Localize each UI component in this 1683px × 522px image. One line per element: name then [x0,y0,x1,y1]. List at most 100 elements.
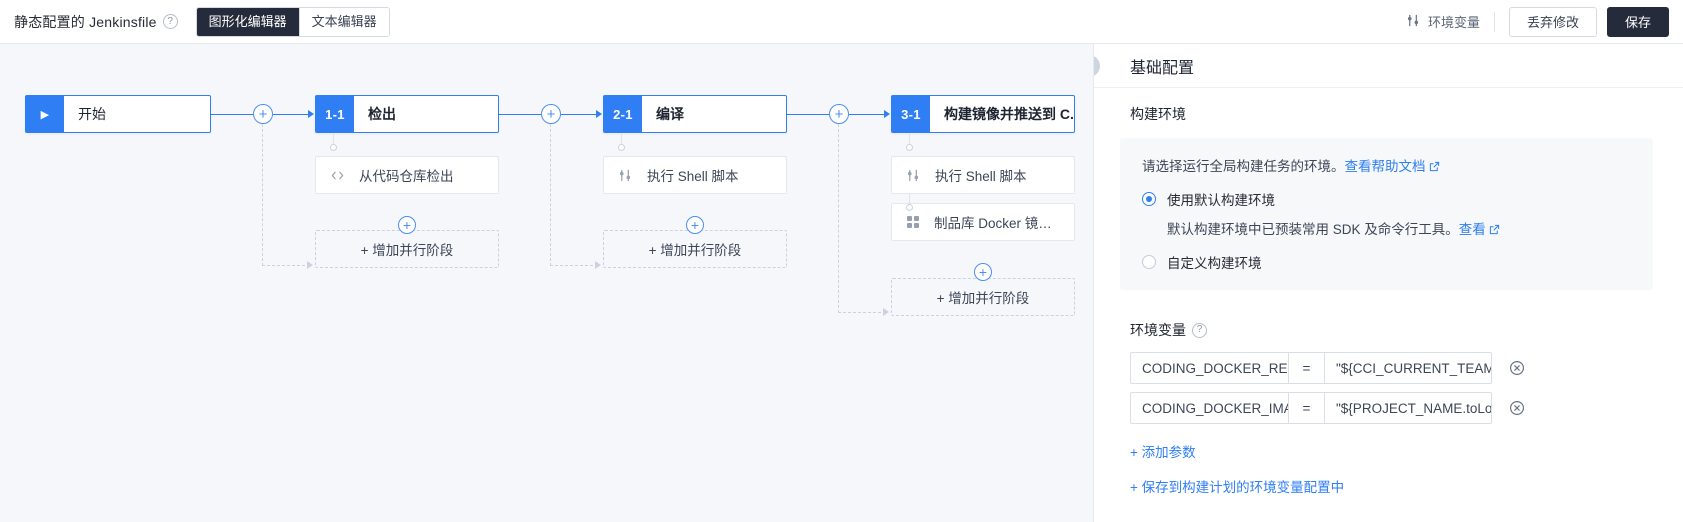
job-3-1-1[interactable]: 制品库 Docker 镜像上... [891,203,1075,241]
connector-plus2-to-stage2 [561,114,597,115]
env-vars-header: 环境变量 ? [1130,320,1647,340]
arrow-parallel-1 [307,261,313,269]
dashed-drop-line-3b [838,312,886,313]
arrow-to-stage1 [308,110,314,118]
add-parallel-stage-2[interactable]: + 增加并行阶段 [603,230,787,268]
stage1-job-link [333,133,334,146]
env-var-equals-1: = [1288,392,1324,424]
view-link[interactable]: 查看 [1458,222,1486,237]
env-var-row-0: CODING_DOCKER_REG_H = "${CCI_CURRENT_TEA… [1130,352,1647,384]
build-env-note: 默认构建环境中已预装常用 SDK 及命令行工具。查看 [1167,218,1631,238]
env-variables-button[interactable]: 环境变量 [1406,12,1494,31]
connector-plus3-to-stage3 [849,114,885,115]
radio-row-custom-env[interactable]: 自定义构建环境 [1142,252,1631,272]
env-vars-table: CODING_DOCKER_REG_H = "${CCI_CURRENT_TEA… [1130,352,1647,424]
save-to-build-plan-link[interactable]: + 保存到构建计划的环境变量配置中 [1130,480,1345,495]
stage-header-1-1[interactable]: 1-1 检出 [315,95,499,133]
build-env-note-text: 默认构建环境中已预装常用 SDK 及命令行工具。 [1167,222,1459,237]
connector-2-to-3 [787,114,832,115]
arrow-parallel-2 [595,261,601,269]
env-var-value-input-1[interactable]: "${PROJECT_NAME.toLow [1324,392,1492,424]
pipeline-canvas[interactable]: ▶ 开始 + 1-1 检出 从代码仓库检出 [0,44,1093,522]
config-panel: ✕ 基础配置 构建环境 请选择运行全局构建任务的环境。查看帮助文档 使用默认 [1093,44,1683,522]
delete-circle-icon[interactable] [1509,360,1525,376]
env-var-key-input-1[interactable]: CODING_DOCKER_IMAGE [1130,392,1288,424]
radio-row-default-env[interactable]: 使用默认构建环境 [1142,189,1631,209]
build-env-card: 请选择运行全局构建任务的环境。查看帮助文档 使用默认构建环境 默认构建环境中已预… [1120,138,1653,290]
add-job-button-1[interactable]: + [398,216,416,234]
connector-plus1-to-stage1 [273,114,309,115]
external-link-icon [1429,160,1440,175]
arrow-to-stage2 [596,110,602,118]
grid-icon [906,215,920,229]
stage-1-1: 1-1 检出 从代码仓库检出 + 增加并行阶段 [315,95,499,268]
stage-header-3-1[interactable]: 3-1 构建镜像并推送到 C... [891,95,1075,133]
stage-title-2-1: 编译 [656,106,684,122]
tab-graphical-editor[interactable]: 图形化编辑器 [196,7,299,36]
radio-label-custom-env: 自定义构建环境 [1167,256,1262,271]
save-button[interactable]: 保存 [1606,6,1669,37]
env-variables-label: 环境变量 [1427,15,1480,30]
job-2-1-0[interactable]: 执行 Shell 脚本 [603,156,787,194]
add-job-button-3[interactable]: + [974,263,992,281]
external-link-icon-2 [1489,223,1500,238]
stage2-job-link [621,133,622,146]
sliders-icon [1406,13,1421,31]
add-parallel-stage-1[interactable]: + 增加并行阶段 [315,230,499,268]
code-icon [330,168,345,183]
stage-header-start[interactable]: ▶ 开始 [25,95,211,133]
job-label-1-1-0: 从代码仓库检出 [359,169,454,184]
add-stage-button-3[interactable]: + [829,104,849,124]
help-icon[interactable]: ? [162,14,178,29]
stage3-job-node-a [906,144,913,151]
help-doc-link[interactable]: 查看帮助文档 [1344,159,1426,174]
build-env-description-text: 请选择运行全局构建任务的环境。 [1142,159,1345,174]
stage-2-1: 2-1 编译 执行 Shell 脚本 + 增加并行阶段 [603,95,787,268]
stage-badge-2-1: 2-1 [604,96,642,132]
stage-title-1-1: 检出 [368,106,396,122]
stage3-job-link-a [909,133,910,146]
tab-text-editor[interactable]: 文本编辑器 [298,7,389,36]
question-mark-icon[interactable]: ? [1192,322,1207,338]
header-actions: 环境变量 丢弃修改 保存 [1406,6,1669,37]
add-job-button-2[interactable]: + [686,216,704,234]
add-parameter-link[interactable]: + 添加参数 [1130,445,1196,460]
job-label-2-1-0: 执行 Shell 脚本 [647,169,739,184]
stage-badge-1-1: 1-1 [316,96,354,132]
add-parallel-stage-3[interactable]: + 增加并行阶段 [891,278,1075,316]
env-vars-label: 环境变量 [1130,322,1186,338]
sliders-icon [906,168,921,183]
panel-body: 构建环境 请选择运行全局构建任务的环境。查看帮助文档 使用默认构建环境 默 [1094,88,1683,496]
dashed-drop-line-3 [838,114,839,313]
connector-1-to-2 [499,114,544,115]
delete-circle-icon[interactable] [1509,400,1525,416]
job-1-1-0[interactable]: 从代码仓库检出 [315,156,499,194]
job-label-3-1-1: 制品库 Docker 镜像上... [934,216,1060,231]
build-env-description: 请选择运行全局构建任务的环境。查看帮助文档 [1142,155,1631,175]
panel-title: 基础配置 [1130,59,1195,77]
job-label-3-1-0: 执行 Shell 脚本 [935,169,1027,184]
env-var-value-input-0[interactable]: "${CCI_CURRENT_TEAM}-( [1324,352,1492,384]
app-header: 静态配置的 Jenkinsfile ? 图形化编辑器 文本编辑器 环境变量 丢弃… [0,0,1683,44]
stage-play-icon: ▶ [26,96,64,132]
panel-header: 基础配置 [1094,44,1683,88]
stage1-job-node [330,144,337,151]
stage-title-3-1: 构建镜像并推送到 C... [944,106,1074,122]
job-3-1-0[interactable]: 执行 Shell 脚本 [891,156,1075,194]
sliders-icon [618,168,633,183]
stage3-job-link-b [909,194,910,206]
env-var-equals-0: = [1288,352,1324,384]
add-stage-button-2[interactable]: + [541,104,561,124]
arrow-to-stage3 [884,110,890,118]
dashed-drop-line-2b [550,265,598,266]
stage-header-2-1[interactable]: 2-1 编译 [603,95,787,133]
radio-custom-env[interactable] [1142,255,1156,269]
arrow-parallel-3 [883,308,889,316]
env-var-key-input-0[interactable]: CODING_DOCKER_REG_H [1130,352,1288,384]
radio-default-env[interactable] [1142,192,1156,206]
close-icon[interactable]: ✕ [1094,55,1100,77]
discard-changes-button[interactable]: 丢弃修改 [1508,6,1597,37]
env-var-row-1: CODING_DOCKER_IMAGE = "${PROJECT_NAME.to… [1130,392,1647,424]
add-stage-button-1[interactable]: + [253,104,273,124]
stage-start: ▶ 开始 [25,95,211,133]
